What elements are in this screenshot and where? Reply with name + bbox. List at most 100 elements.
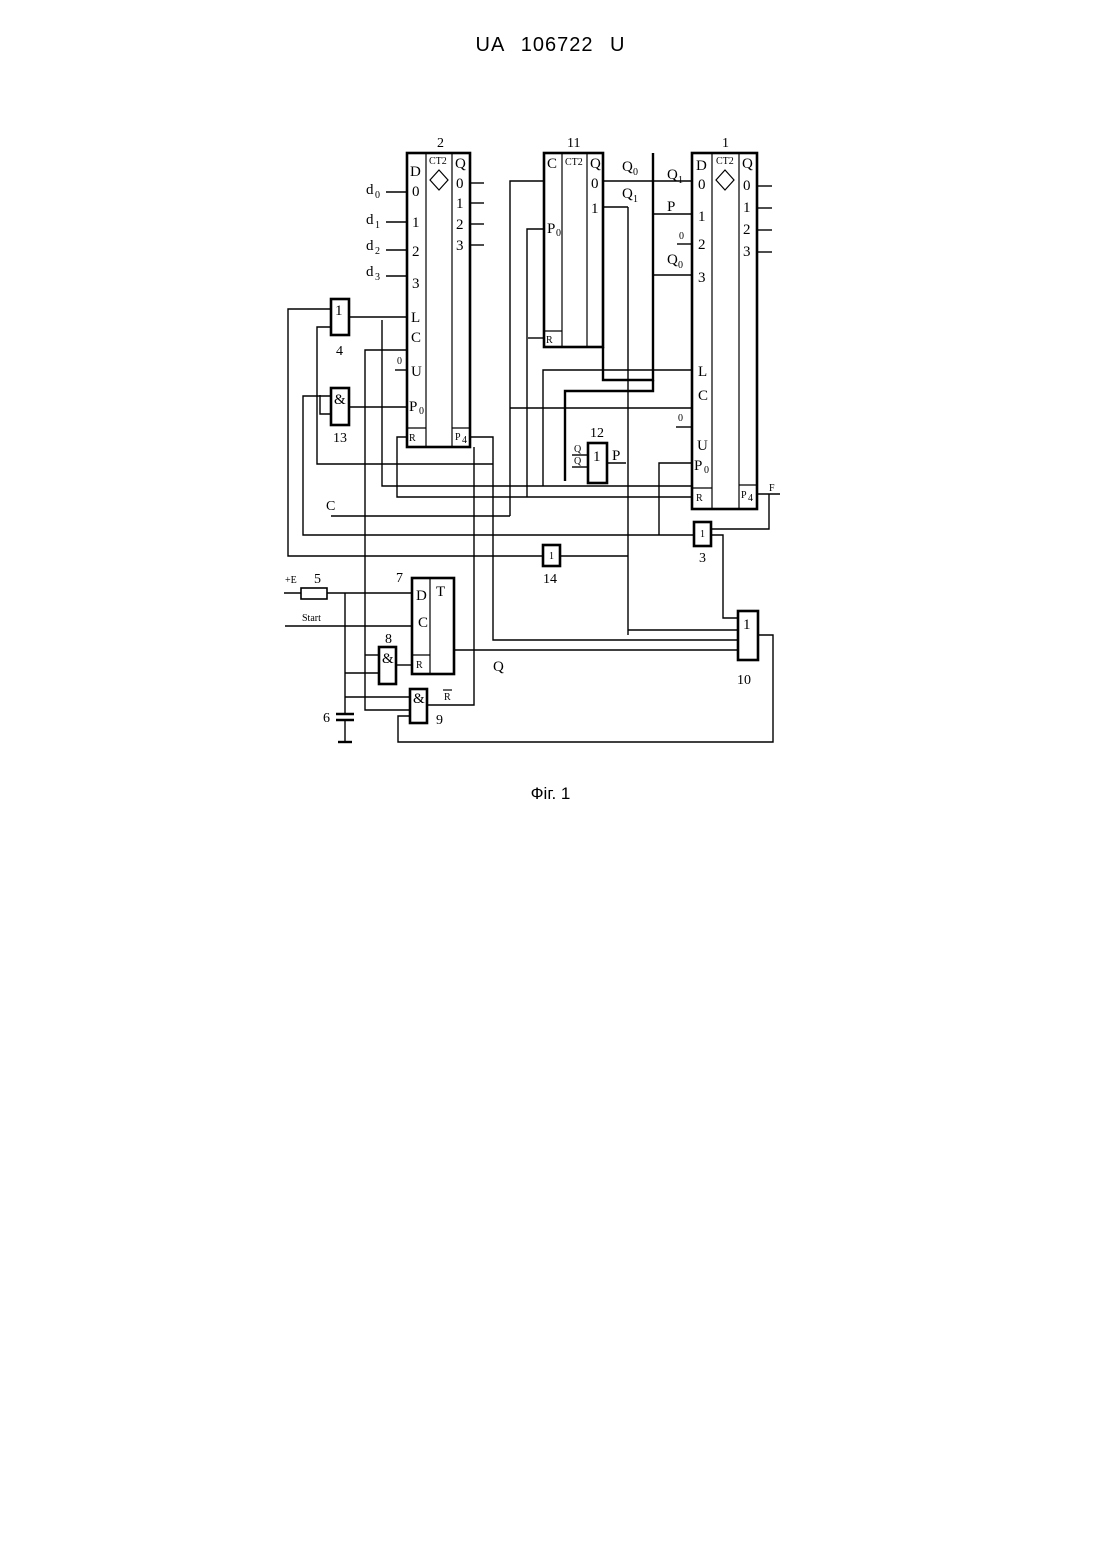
r-bar-label: R (444, 692, 451, 703)
svg-text:7: 7 (396, 571, 403, 586)
gate-10: 1 10 (737, 611, 758, 688)
svg-text:d: d (366, 182, 374, 198)
svg-text:2: 2 (698, 237, 706, 253)
svg-text:0: 0 (456, 176, 464, 192)
svg-text:10: 10 (737, 673, 751, 688)
gate-12: 1 12 Q Q P (572, 426, 626, 483)
svg-text:12: 12 (590, 426, 604, 441)
svg-text:U: U (697, 438, 708, 454)
counter-11-number: 11 (567, 136, 580, 151)
trigger-7: 7 T D C R (396, 571, 454, 674)
counter-1-number: 1 (722, 136, 729, 151)
svg-text:R: R (416, 660, 423, 671)
svg-text:6: 6 (323, 711, 330, 726)
svg-text:3: 3 (698, 270, 706, 286)
svg-text:3: 3 (743, 244, 751, 260)
svg-text:1: 1 (698, 209, 706, 225)
svg-text:2: 2 (412, 244, 420, 260)
counter-11-type: CT2 (565, 157, 583, 168)
figure-caption: Фіг. 1 (0, 784, 1101, 804)
svg-text:3: 3 (456, 238, 464, 254)
svg-text:1: 1 (743, 200, 751, 216)
svg-text:Q: Q (667, 167, 678, 183)
svg-text:0: 0 (678, 413, 683, 424)
svg-text:D: D (696, 158, 707, 174)
svg-text:9: 9 (436, 713, 443, 728)
counter-2-pin-D: D (410, 164, 421, 180)
svg-text:&: & (382, 651, 394, 667)
svg-text:0: 0 (375, 190, 380, 201)
gate-4: 1 4 (331, 299, 349, 359)
counter-2-pin-L: L (411, 310, 420, 326)
counter-2-pin-C: C (411, 330, 421, 346)
svg-text:P: P (667, 199, 675, 215)
gate-8: & 8 (379, 632, 396, 684)
svg-text:Q: Q (742, 156, 753, 172)
svg-text:Q: Q (667, 252, 678, 268)
svg-text:3: 3 (375, 272, 380, 283)
svg-text:C: C (547, 156, 557, 172)
svg-text:1: 1 (549, 551, 554, 562)
svg-text:4: 4 (748, 493, 753, 504)
svg-text:+E: +E (285, 575, 297, 586)
svg-text:0: 0 (419, 406, 424, 417)
svg-text:d: d (366, 238, 374, 254)
counter-1-type: CT2 (716, 156, 734, 167)
svg-text:L: L (698, 364, 707, 380)
svg-text:0: 0 (678, 260, 683, 271)
svg-text:1: 1 (633, 194, 638, 205)
q-output-label: Q (493, 659, 504, 675)
clock-label: C (326, 499, 335, 514)
svg-text:13: 13 (333, 431, 347, 446)
gate-13: & 13 (331, 388, 349, 446)
svg-text:1: 1 (743, 617, 751, 633)
svg-text:d: d (366, 264, 374, 280)
svg-text:8: 8 (385, 632, 392, 647)
svg-text:P: P (409, 399, 417, 415)
svg-text:R: R (696, 493, 703, 504)
svg-text:1: 1 (456, 196, 464, 212)
capacitor-6: 6 (323, 593, 354, 742)
svg-text:2: 2 (743, 222, 751, 238)
svg-text:1: 1 (678, 175, 683, 186)
counter-2-number: 2 (437, 136, 444, 151)
counter-1: 1 CT2 D 0 1 2 3 L C U P 0 R Q 0 1 2 3 P … (692, 136, 772, 509)
svg-text:T: T (436, 584, 445, 600)
svg-text:1: 1 (593, 449, 601, 465)
gate-9: & 9 (410, 689, 443, 728)
svg-text:0: 0 (397, 356, 402, 367)
svg-text:2: 2 (456, 217, 464, 233)
svg-text:3: 3 (412, 276, 420, 292)
svg-text:0: 0 (698, 177, 706, 193)
svg-text:1: 1 (412, 215, 420, 231)
data-inputs: d 0 d 1 d 2 d 3 0 (366, 182, 407, 370)
svg-text:0: 0 (743, 178, 751, 194)
counter-2-type: CT2 (429, 156, 447, 167)
start-label: Start (302, 613, 321, 624)
resistor-5: +E 5 (284, 572, 412, 599)
counter-2-pin-R: R (409, 433, 416, 444)
gate-3: 1 3 (694, 522, 711, 566)
svg-text:C: C (698, 388, 708, 404)
svg-text:4: 4 (462, 435, 467, 446)
svg-text:R: R (546, 335, 553, 346)
svg-text:&: & (334, 392, 346, 408)
svg-text:0: 0 (679, 231, 684, 242)
svg-text:0: 0 (556, 228, 561, 239)
svg-text:0: 0 (633, 167, 638, 178)
svg-text:1: 1 (335, 303, 343, 319)
svg-text:P: P (547, 221, 555, 237)
counter-2-pin-U: U (411, 364, 422, 380)
svg-text:3: 3 (699, 551, 706, 566)
svg-text:Q: Q (574, 456, 582, 467)
svg-text:0: 0 (591, 176, 599, 192)
counter-2: 2 CT2 D 0 1 2 3 L C U P 0 R Q 0 1 2 3 P … (407, 136, 484, 447)
svg-text:Q: Q (622, 159, 633, 175)
svg-text:F: F (769, 483, 775, 494)
svg-text:Q: Q (622, 186, 633, 202)
svg-text:0: 0 (704, 465, 709, 476)
counter-11: 11 CT2 C P 0 R Q 0 1 (544, 136, 603, 347)
svg-text:P: P (741, 490, 747, 501)
svg-text:2: 2 (375, 246, 380, 257)
